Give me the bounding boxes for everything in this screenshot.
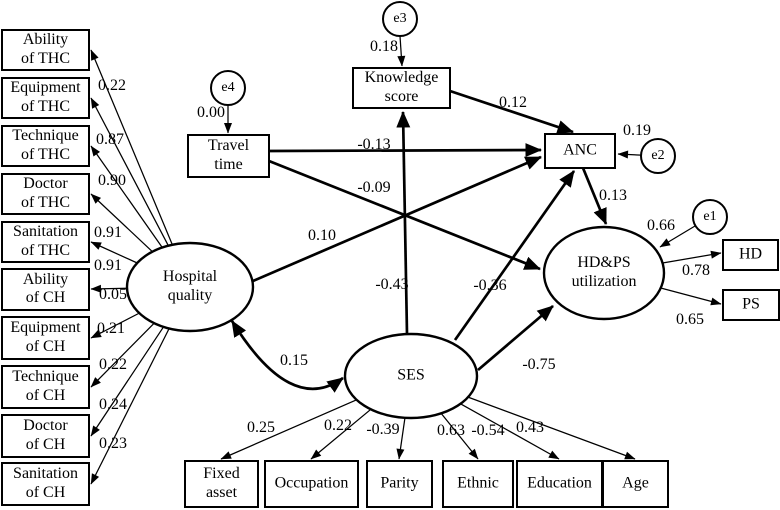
- node-hospital_quality-shape: [125, 241, 255, 333]
- node-anc-shape: [544, 133, 616, 169]
- node-parity-shape: [366, 460, 433, 508]
- edge-ses_age: [467, 396, 636, 460]
- edge-hq_technique_thc: [90, 145, 163, 248]
- edge-hq_technique_ch: [90, 322, 155, 388]
- edge-hq_equipment_thc: [90, 97, 169, 246]
- node-equipment_ch-shape: [1, 316, 90, 360]
- edge-anc_hdps: [581, 167, 608, 225]
- node-ethnic-shape: [442, 460, 514, 508]
- edge-e2_anc: [617, 150, 642, 159]
- edge-ses_fixed_asset: [220, 399, 357, 460]
- edge-ses_education: [460, 403, 560, 460]
- node-occupation-shape: [264, 460, 359, 508]
- node-technique_thc-shape: [1, 125, 90, 167]
- edge-ses_parity: [396, 417, 406, 460]
- node-travel_time-shape: [187, 134, 270, 178]
- node-education-shape: [516, 460, 603, 508]
- node-equipment_thc-shape: [1, 77, 90, 119]
- edge-hq_sanitation_ch: [90, 328, 170, 485]
- edge-hq_sanitation_thc: [90, 241, 138, 264]
- node-e4-shape: [210, 70, 246, 106]
- edge-ses_ethnic: [440, 412, 479, 460]
- node-ps-shape: [722, 289, 780, 321]
- edge-e3_knowledge: [397, 35, 406, 67]
- node-sanitation_thc-shape: [1, 221, 90, 263]
- node-fixed_asset-shape: [184, 460, 259, 508]
- node-e2-shape: [640, 138, 676, 174]
- edge-ses_occupation: [310, 408, 372, 460]
- edge-e1_hdps: [659, 225, 696, 248]
- edge-hq_equipment_ch: [90, 312, 140, 339]
- node-e1-shape: [692, 199, 728, 235]
- edge-hq_ses: [230, 320, 344, 393]
- edge-hq_doctor_thc: [90, 193, 153, 253]
- edge-hq_anc: [252, 155, 542, 283]
- edge-hdps_ps: [660, 287, 722, 306]
- node-ses-shape: [343, 332, 479, 420]
- node-knowledge_score-shape: [352, 67, 451, 109]
- node-ability_thc-shape: [1, 29, 90, 71]
- edge-ses_knowledge: [396, 111, 411, 335]
- edge-knowledge_anc: [449, 89, 574, 134]
- edge-hdps_hd: [662, 250, 722, 264]
- edge-ses_anc: [453, 170, 576, 341]
- node-technique_ch-shape: [1, 365, 90, 409]
- node-hdps_utilization-shape: [542, 225, 666, 321]
- edge-hq_ability_thc: [90, 49, 173, 246]
- node-e3-shape: [382, 1, 418, 37]
- edge-hq_doctor_ch: [90, 326, 165, 437]
- edge-ses_hdps: [477, 304, 554, 372]
- node-age-shape: [602, 460, 669, 508]
- node-hd-shape: [722, 239, 779, 271]
- node-doctor_thc-shape: [1, 173, 90, 215]
- edge-hq_ability_ch: [90, 284, 128, 293]
- node-doctor_ch-shape: [1, 414, 90, 458]
- node-sanitation_ch-shape: [1, 462, 90, 506]
- node-ability_ch-shape: [1, 268, 90, 311]
